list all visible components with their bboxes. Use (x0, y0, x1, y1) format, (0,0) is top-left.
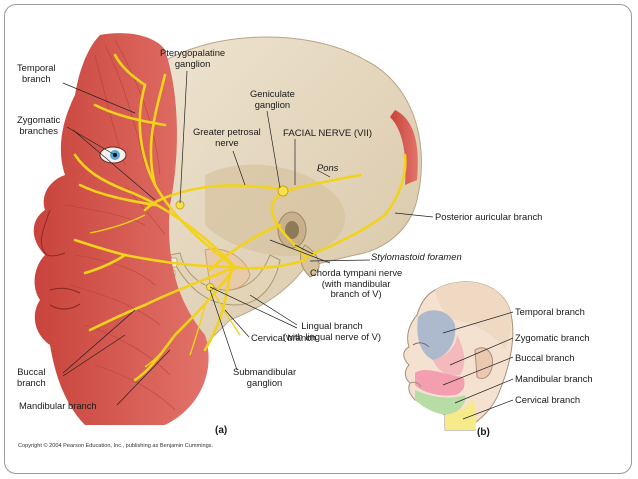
label-b-mandibular-branch: Mandibular branch (515, 373, 593, 384)
face-muscles (33, 33, 209, 425)
occipital-muscle (390, 110, 418, 185)
label-mandibular-branch: Mandibular branch (19, 400, 97, 411)
label-facial-nerve: FACIAL NERVE (VII) (283, 128, 373, 139)
label-cervical-branch: Cervical branch (251, 332, 317, 343)
slide: Temporal branch Zygomatic branches Ptery… (4, 4, 632, 474)
figure-a-tag: (a) (215, 425, 228, 436)
label-b-temporal-branch: Temporal branch (515, 306, 585, 317)
label-submandibular-ganglion: Submandibular ganglion (233, 366, 297, 388)
label-pterygopalatine-ganglion: Pterygopalatine ganglion (160, 47, 226, 69)
label-pons: Pons (317, 162, 339, 173)
geniculate-ganglion-mark (277, 185, 289, 197)
label-b-zygomatic-branch: Zygomatic branch (515, 332, 590, 343)
facial-nerve-branches (73, 53, 407, 382)
leader-lines (62, 70, 434, 406)
facial-nerve-illustration (33, 33, 434, 425)
lips (49, 287, 81, 310)
nose (40, 209, 66, 257)
label-geniculate-ganglion: Geniculate ganglion (250, 88, 295, 110)
copyright-notice: Copyright © 2004 Pearson Education, Inc.… (18, 443, 214, 449)
label-b-cervical-branch: Cervical branch (515, 394, 581, 405)
label-greater-petrosal-nerve: Greater petrosal nerve (193, 126, 261, 148)
label-zygomatic-branches: Zygomatic branches (17, 114, 61, 136)
label-stylomastoid-foramen: Stylomastoid foramen (371, 251, 462, 262)
skull-shadow (205, 164, 345, 256)
label-posterior-auricular-branch: Posterior auricular branch (435, 211, 543, 222)
label-temporal-branch: Temporal branch (17, 62, 56, 84)
mastoid (299, 244, 320, 278)
label-chorda-tympani-nerve: Chorda tympani nerve (with mandibular br… (310, 267, 403, 299)
figure-b-tag: (b) (477, 427, 490, 438)
label-lingual-branch: Lingual branch (with lingual nerve of V) (283, 320, 381, 342)
label-b-buccal-branch: Buccal branch (515, 352, 575, 363)
label-buccal-branch: Buccal branch (17, 366, 46, 388)
